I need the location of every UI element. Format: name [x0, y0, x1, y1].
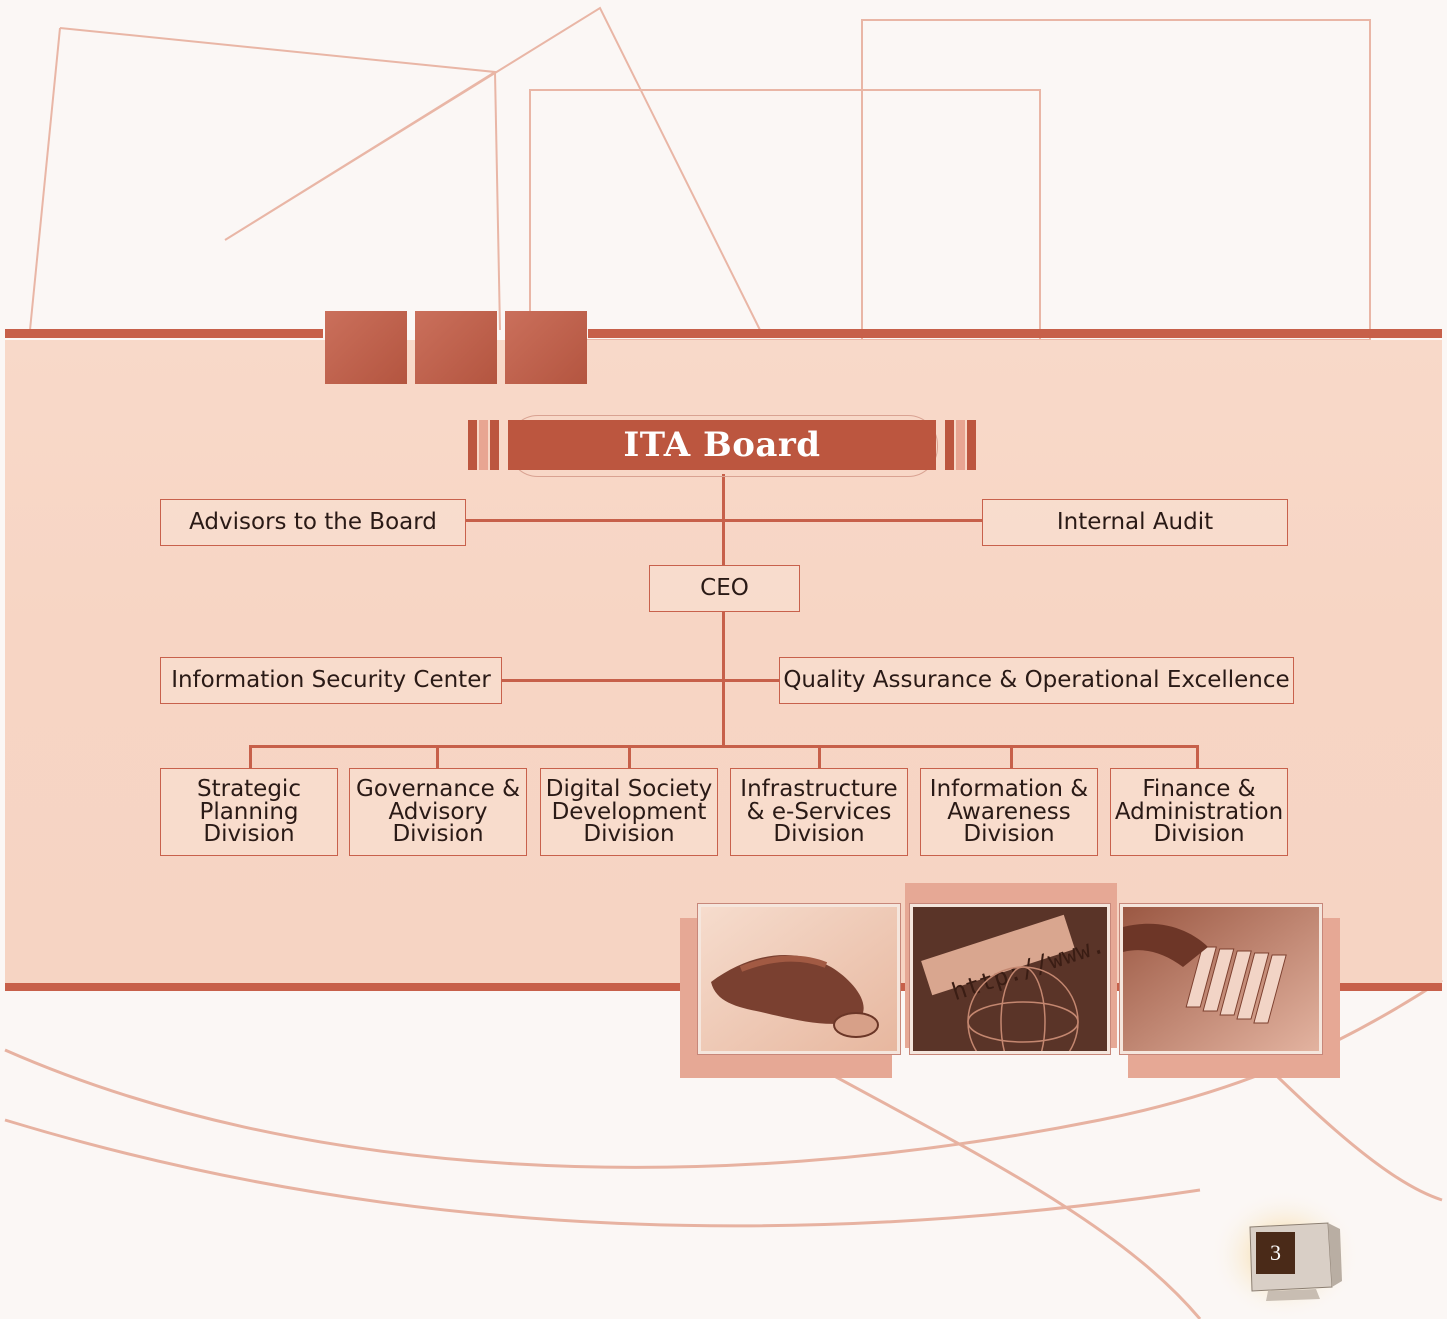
- division-label-line: & e-Services: [746, 798, 892, 825]
- connector-ceo-left: [501, 679, 722, 682]
- page-title: ITA Board: [623, 425, 821, 465]
- banner-stripe: [945, 420, 954, 470]
- connector-division-drop: [436, 745, 439, 769]
- keyboard-image: [1123, 907, 1319, 1051]
- ceo-label: CEO: [700, 574, 749, 601]
- advisors-box: Advisors to the Board: [160, 499, 466, 546]
- quality-assurance-box: Quality Assurance & Operational Excellen…: [779, 657, 1294, 704]
- division-label-line: Division: [1153, 821, 1245, 848]
- banner-stripe: [479, 420, 488, 470]
- advisors-label: Advisors to the Board: [189, 508, 437, 535]
- banner-stripe: [967, 420, 976, 470]
- division-label-line: Strategic: [197, 776, 301, 803]
- connector-board-right: [725, 519, 982, 522]
- decor-square: [505, 311, 587, 384]
- division-label-line: Digital Society: [545, 776, 713, 803]
- decor-square: [325, 311, 407, 384]
- connector-division-drop: [249, 745, 252, 769]
- connector-division-drop: [818, 745, 821, 769]
- internal-audit-box: Internal Audit: [982, 499, 1288, 546]
- division-label-line: Development: [551, 798, 707, 825]
- division-label-line: Division: [773, 821, 865, 848]
- division-label-line: Administration: [1114, 798, 1284, 825]
- division-label-line: Division: [583, 821, 675, 848]
- page-number: 3: [1256, 1232, 1295, 1274]
- division-label-line: Information &: [929, 776, 1089, 803]
- info-security-box: Information Security Center: [160, 657, 502, 704]
- division-box: Governance & Advisory Division: [349, 768, 527, 856]
- title-bar: ITA Board: [508, 420, 936, 470]
- monitor-icon: 3: [1228, 1215, 1348, 1305]
- internal-audit-label: Internal Audit: [1056, 508, 1214, 535]
- connector-ceo-right: [725, 679, 779, 682]
- division-label-line: Advisory: [388, 798, 488, 825]
- division-label-line: Governance &: [356, 776, 520, 803]
- connector-ceo-down: [722, 611, 725, 746]
- title-banner: ITA Board: [468, 415, 976, 477]
- hand-mouse-image: [701, 907, 897, 1051]
- decor-square: [415, 311, 497, 384]
- banner-stripe: [490, 420, 499, 470]
- connector-board-ceo: [722, 474, 725, 565]
- quality-assurance-label: Quality Assurance & Operational Excellen…: [783, 666, 1290, 693]
- division-box: Strategic Planning Division: [160, 768, 338, 856]
- connector-division-drop: [1010, 745, 1013, 769]
- banner-stripe: [468, 420, 477, 470]
- division-box: Digital Society Development Division: [540, 768, 718, 856]
- division-box: Infrastructure & e-Services Division: [730, 768, 908, 856]
- keyboard-photo: [1120, 904, 1322, 1054]
- division-box: Finance & Administration Division: [1110, 768, 1288, 856]
- connector-divisions-bar: [249, 745, 1199, 748]
- top-rule-left: [5, 329, 323, 338]
- browser-globe-image: http://www.: [913, 907, 1107, 1051]
- division-label-line: Finance &: [1142, 776, 1256, 803]
- connector-division-drop: [1196, 745, 1199, 769]
- browser-url-globe-photo: http://www.: [910, 904, 1110, 1054]
- division-label-line: Division: [963, 821, 1055, 848]
- division-label-line: Awareness: [947, 798, 1071, 825]
- info-security-label: Information Security Center: [171, 666, 491, 693]
- top-rule-right: [588, 329, 1442, 338]
- connector-board-left: [465, 519, 722, 522]
- connector-division-drop: [628, 745, 631, 769]
- ceo-box: CEO: [649, 565, 800, 612]
- division-label-line: Planning: [199, 798, 299, 825]
- banner-stripe: [956, 420, 965, 470]
- division-box: Information & Awareness Division: [920, 768, 1098, 856]
- division-label-line: Infrastructure: [740, 776, 898, 803]
- division-label-line: Division: [392, 821, 484, 848]
- hand-on-mouse-photo: [698, 904, 900, 1054]
- division-label-line: Division: [203, 821, 295, 848]
